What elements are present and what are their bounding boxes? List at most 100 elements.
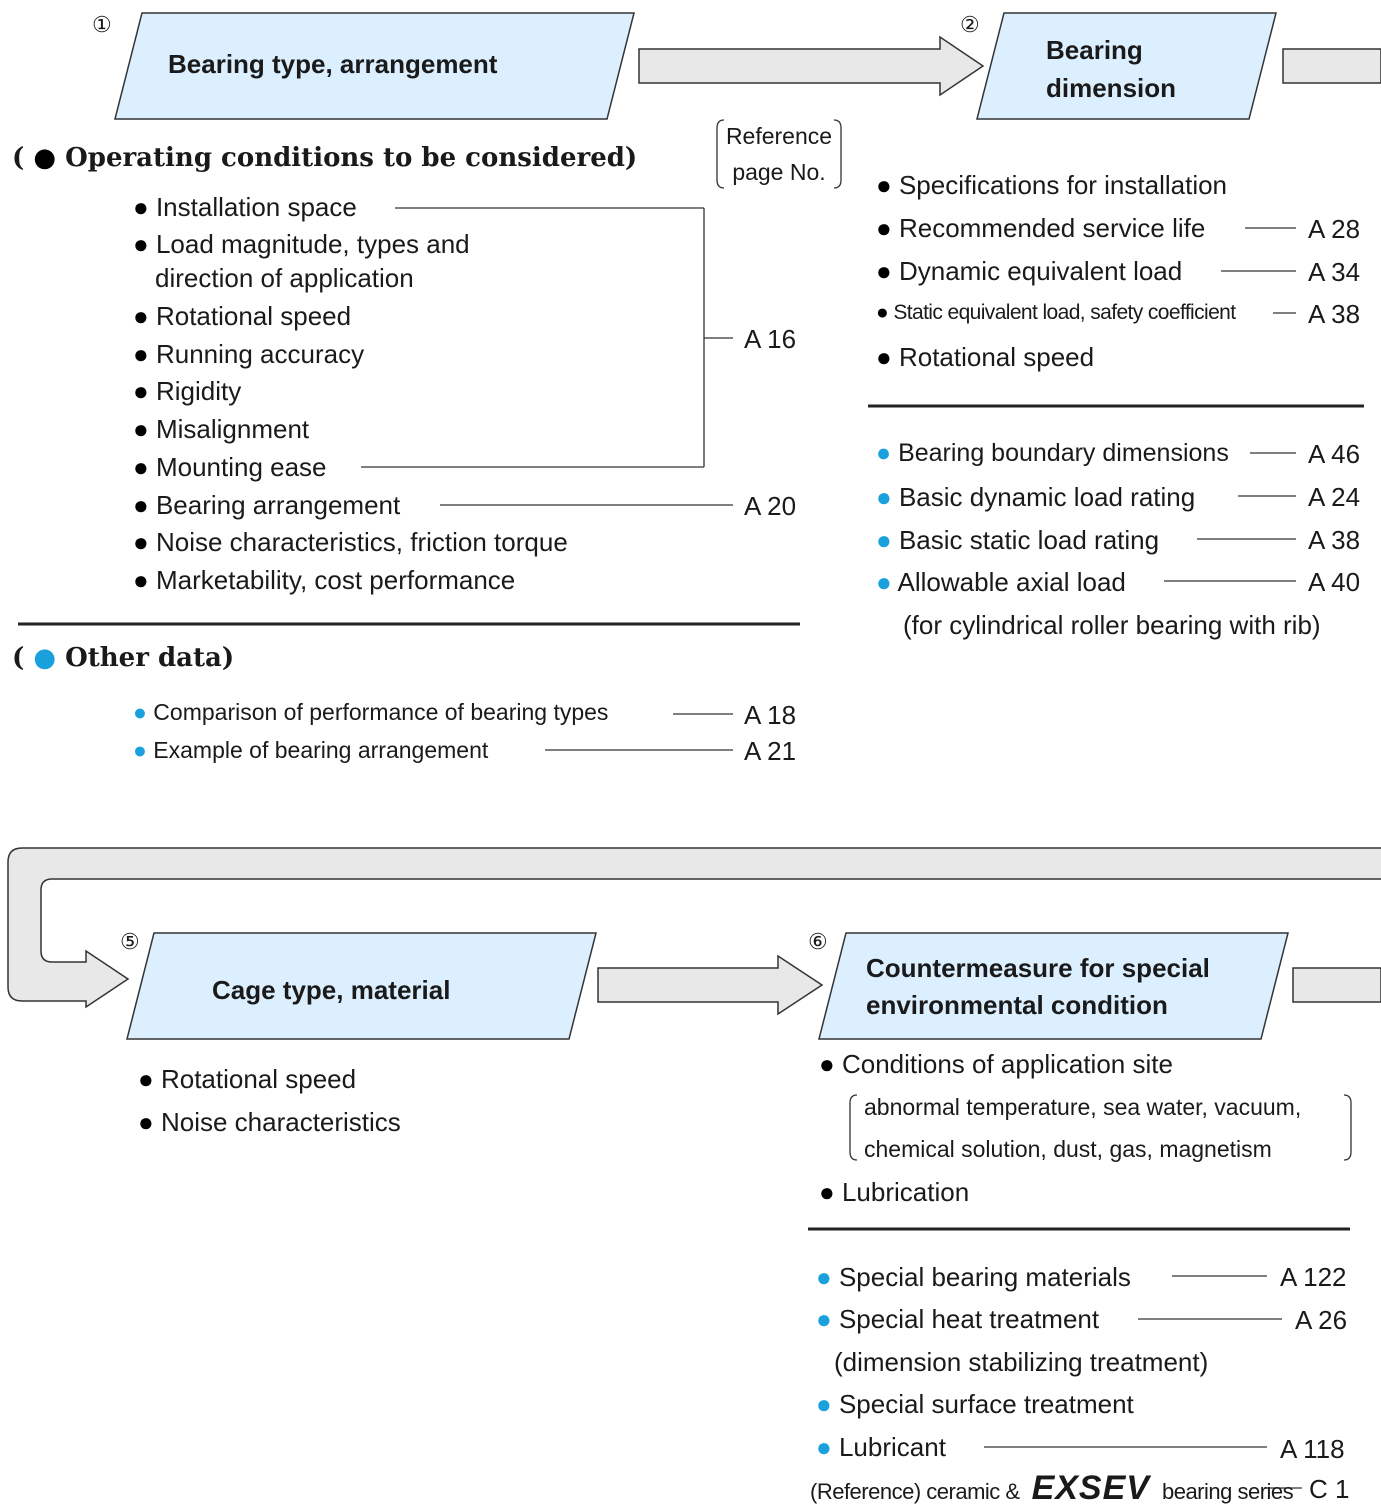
dim-item-static-eq: ● Static equivalent load, safety coeffic…	[876, 301, 1236, 324]
op-item-running-accuracy: ● Running accuracy	[133, 339, 365, 369]
ref-a16: A 16	[744, 324, 797, 354]
reference-page-label: Reference page No.	[724, 118, 834, 190]
reference-page-label-line2: page No.	[732, 159, 826, 185]
exsev-logo: EXSEV	[1031, 1469, 1150, 1507]
op-item-noise: ● Noise characteristics, friction torque	[133, 527, 568, 557]
dim-item-service-life: ● Recommended service life	[876, 213, 1206, 243]
ref-a24: A 24	[1308, 482, 1361, 512]
env-blue-surface: ● Special surface treatment	[816, 1389, 1134, 1419]
ref-a38-static: A 38	[1308, 299, 1361, 329]
arrow-2-out	[1282, 48, 1381, 84]
env-bracket-left	[849, 1094, 858, 1161]
op-item-text: Noise characteristics, friction torque	[155, 527, 568, 557]
op-item-text: Bearing arrangement	[155, 490, 401, 520]
other-item-comparison: ● Comparison of performance of bearing t…	[133, 699, 609, 725]
ref-a18: A 18	[744, 700, 797, 730]
step5-number: ⑤	[120, 929, 140, 954]
ref-a40: A 40	[1308, 567, 1361, 597]
op-item-rotational-speed: ● Rotational speed	[133, 301, 352, 331]
env-blue-heat: ● Special heat treatment	[816, 1304, 1100, 1334]
step6-number: ⑥	[808, 929, 828, 954]
dim-blue-text: Basic dynamic load rating	[898, 482, 1196, 512]
dim-item-text: Static equivalent load, safety coefficie…	[893, 301, 1236, 324]
step6-title-line2: environmental condition	[866, 990, 1168, 1020]
env-item-text: Conditions of application site	[841, 1049, 1173, 1079]
step2-title-line2: dimension	[1046, 73, 1177, 103]
env-bracket-right	[1343, 1094, 1352, 1161]
step1-box	[114, 12, 635, 120]
env-item-text: Lubrication	[841, 1177, 970, 1207]
op-item-marketability: ● Marketability, cost performance	[133, 565, 516, 595]
other-item-example: ● Example of bearing arrangement	[133, 737, 489, 763]
op-item-installation-space: ● Installation space	[133, 192, 357, 222]
ref-a118: A 118	[1280, 1434, 1345, 1464]
other-item-text: Comparison of performance of bearing typ…	[153, 699, 609, 725]
cage-item-text: Noise characteristics	[160, 1107, 401, 1137]
dim-blue-text: Bearing boundary dimensions	[898, 439, 1229, 467]
op-item-load-cont: direction of application	[155, 263, 414, 293]
env-blue-lubricant: ● Lubricant	[816, 1432, 946, 1462]
env-blue-text: Special bearing materials	[838, 1262, 1131, 1292]
operating-conditions-header: ( ● Operating conditions to be considere…	[12, 143, 638, 173]
step5-box	[126, 932, 597, 1040]
step6-title: Countermeasure for special environmental…	[866, 950, 1210, 1024]
ref-label-bracket-right	[833, 119, 842, 189]
step5-title: Cage type, material	[212, 975, 451, 1005]
step2-box	[976, 12, 1277, 120]
other-data-header: ( ● Other data)	[12, 643, 235, 673]
step2-title-line1: Bearing	[1046, 35, 1143, 65]
ref-label-bracket	[716, 119, 725, 189]
ref-a26: A 26	[1295, 1305, 1348, 1335]
dim-item-dynamic-eq: ● Dynamic equivalent load	[876, 256, 1183, 286]
env-bracket-line1: abnormal temperature, sea water, vacuum,	[864, 1094, 1302, 1120]
env-heat-note: (dimension stabilizing treatment)	[834, 1347, 1209, 1377]
env-item-lubrication: ● Lubrication	[819, 1177, 970, 1207]
env-bracket-line2: chemical solution, dust, gas, magnetism	[864, 1136, 1272, 1162]
op-item-text: Running accuracy	[155, 339, 365, 369]
op-item-text: Misalignment	[155, 414, 310, 444]
ref-a20: A 20	[744, 491, 797, 521]
arrow-6-out	[1292, 967, 1381, 1003]
arrow-5-to-6	[597, 954, 824, 1016]
step6-box	[818, 932, 1289, 1040]
env-blue-text: Lubricant	[838, 1432, 946, 1462]
step6-title-line1: Countermeasure for special	[866, 953, 1210, 983]
cage-item-rotational-speed: ● Rotational speed	[138, 1064, 357, 1094]
op-item-text: Marketability, cost performance	[155, 565, 516, 595]
op-item-bearing-arrangement: ● Bearing arrangement	[133, 490, 401, 520]
dim-item-rotational-speed: ● Rotational speed	[876, 342, 1095, 372]
dim-note-cylindrical: (for cylindrical roller bearing with rib…	[903, 610, 1321, 640]
op-item-text: Rigidity	[155, 376, 242, 406]
env-footer-reference: (Reference) ceramic & EXSEV bearing seri…	[810, 1469, 1294, 1507]
dim-blue-boundary: ● Bearing boundary dimensions	[876, 439, 1229, 467]
op-item-text: Rotational speed	[155, 301, 352, 331]
dim-item-text: Recommended service life	[898, 213, 1206, 243]
other-data-header-text: Other data	[65, 643, 222, 673]
dim-item-text: Specifications for installation	[898, 170, 1228, 200]
cage-item-noise: ● Noise characteristics	[138, 1107, 401, 1137]
op-item-misalignment: ● Misalignment	[133, 414, 310, 444]
step2-title: Bearing dimension	[1046, 31, 1176, 107]
ref-a28: A 28	[1308, 214, 1361, 244]
ref-a21: A 21	[744, 736, 797, 766]
step1-number: ①	[92, 12, 112, 37]
dim-blue-axial-load: ● Allowable axial load	[876, 567, 1126, 597]
operating-conditions-header-text: Operating conditions to be considered	[65, 143, 625, 173]
op-item-rigidity: ● Rigidity	[133, 376, 242, 406]
ref-a34: A 34	[1308, 257, 1361, 287]
footer-prefix: (Reference) ceramic &	[810, 1479, 1020, 1504]
footer-suffix: bearing series	[1161, 1479, 1294, 1504]
env-item-conditions: ● Conditions of application site	[819, 1049, 1173, 1079]
ref-c1: C 1	[1309, 1474, 1350, 1504]
env-blue-text: Special heat treatment	[838, 1304, 1100, 1334]
op-item-text: Load magnitude, types and	[155, 229, 470, 259]
return-arrow	[7, 847, 1381, 1009]
op-item-text: Installation space	[155, 192, 357, 222]
dim-item-text: Dynamic equivalent load	[898, 256, 1183, 286]
ref-a38: A 38	[1308, 525, 1361, 555]
reference-page-label-line1: Reference	[725, 123, 833, 149]
dim-item-specifications: ● Specifications for installation	[876, 170, 1228, 200]
cage-item-text: Rotational speed	[160, 1064, 357, 1094]
op-item-mounting-ease: ● Mounting ease	[133, 452, 327, 482]
env-blue-text: Special surface treatment	[838, 1389, 1134, 1419]
